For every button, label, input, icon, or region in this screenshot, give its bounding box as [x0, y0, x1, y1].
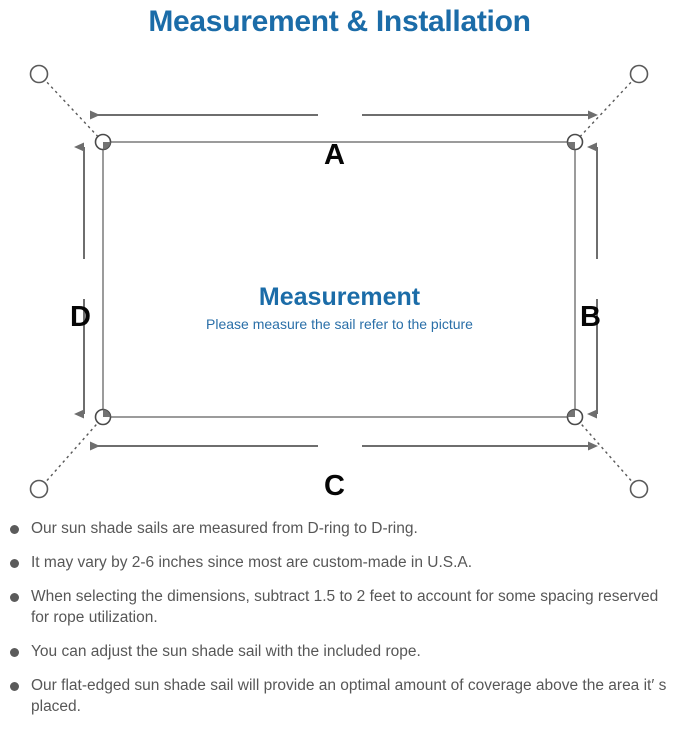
anchor-top-right — [629, 64, 649, 84]
rope-bottom-right — [574, 416, 636, 486]
d-ring-shading — [103, 142, 575, 417]
dimension-label-c: C — [324, 470, 345, 502]
list-item: It may vary by 2-6 inches since most are… — [0, 552, 679, 573]
note-text: When selecting the dimensions, subtract … — [31, 588, 659, 626]
rope-lines — [42, 77, 636, 486]
list-item: You can adjust the sun shade sail with t… — [0, 641, 679, 662]
dimension-label-d: D — [70, 301, 91, 333]
rope-top-left — [42, 77, 104, 143]
rope-top-right — [574, 77, 636, 143]
bullet-icon — [10, 593, 19, 602]
note-text: You can adjust the sun shade sail with t… — [31, 643, 421, 660]
bullet-icon — [10, 525, 19, 534]
anchor-points — [29, 64, 649, 499]
d-ring-wedge-br — [567, 409, 575, 417]
anchor-bottom-left — [29, 479, 49, 499]
measurement-diagram: Measurement Please measure the sail refe… — [0, 44, 679, 514]
note-text: Our flat-edged sun shade sail will provi… — [31, 677, 667, 715]
d-ring-wedge-tr — [567, 142, 575, 150]
dimension-label-a: A — [324, 139, 345, 171]
bullet-icon — [10, 648, 19, 657]
anchor-bottom-right — [629, 479, 649, 499]
bullet-icon — [10, 559, 19, 568]
sail-rectangle — [102, 141, 576, 418]
note-text: Our sun shade sails are measured from D-… — [31, 520, 418, 537]
page-title: Measurement & Installation — [148, 5, 531, 38]
anchor-top-left — [29, 64, 49, 84]
notes-list: Our sun shade sails are measured from D-… — [0, 518, 679, 730]
d-ring-wedge-tl — [103, 142, 111, 150]
list-item: Our flat-edged sun shade sail will provi… — [0, 675, 679, 717]
dimension-label-b: B — [580, 301, 601, 333]
rope-bottom-left — [42, 416, 104, 486]
list-item: Our sun shade sails are measured from D-… — [0, 518, 679, 539]
bullet-icon — [10, 682, 19, 691]
d-ring-wedge-bl — [103, 409, 111, 417]
note-text: It may vary by 2-6 inches since most are… — [31, 554, 473, 571]
list-item: When selecting the dimensions, subtract … — [0, 586, 679, 628]
